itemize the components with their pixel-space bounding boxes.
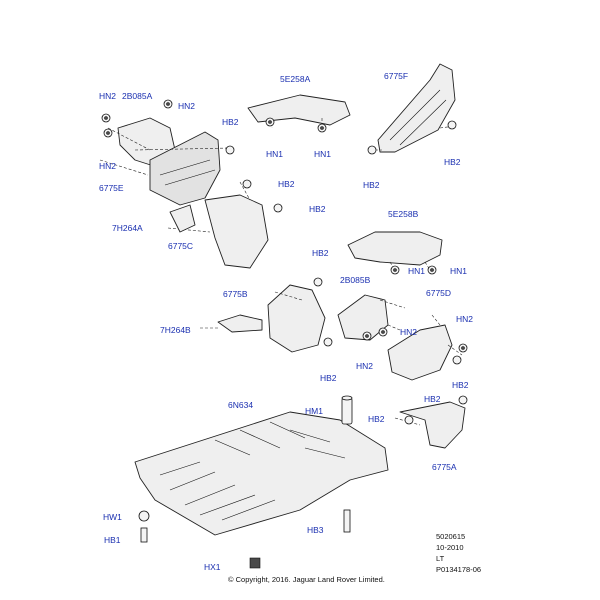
label-hb1: HB1 — [104, 535, 121, 545]
label-hn1: HN1 — [408, 266, 426, 276]
label-7h264b: 7H264B — [160, 325, 191, 335]
issue-date: 10-2010 — [436, 543, 464, 552]
label-hb2: HB2 — [444, 157, 461, 167]
heat-shield-6775d — [387, 314, 463, 381]
label-6775b: 6775B — [223, 289, 248, 299]
label-hb2: HB2 — [278, 179, 295, 189]
label-hb2: HB2 — [320, 373, 337, 383]
label-5e258a: 5E258A — [280, 74, 311, 84]
label-hn2: HN2 — [456, 314, 474, 324]
label-6775a: 6775A — [432, 462, 457, 472]
spacer-hm1 — [341, 395, 353, 425]
label-hw1: HW1 — [103, 512, 122, 522]
heat-shield-6775b — [200, 284, 326, 353]
label-hn2: HN2 — [356, 361, 374, 371]
label-hn1: HN1 — [450, 266, 468, 276]
label-hn1: HN1 — [314, 149, 332, 159]
label-hb2: HB2 — [222, 117, 239, 127]
label-hb2: HB2 — [368, 414, 385, 424]
part-number: P0134178-06 — [436, 565, 482, 574]
label-hn2: HN2 — [99, 91, 117, 101]
bracket-5e258b — [347, 231, 443, 271]
label-hn2: HN2 — [99, 161, 117, 171]
fasteners — [101, 99, 468, 569]
label-6775f: 6775F — [384, 71, 409, 81]
label-6775e: 6775E — [99, 183, 124, 193]
label-hn1: HN1 — [266, 149, 284, 159]
heat-shield-6775e — [99, 117, 269, 269]
label-6775d: 6775D — [426, 288, 452, 298]
bracket-2b085b — [337, 294, 406, 341]
heat-shield-6775a — [394, 401, 466, 449]
label-5e258b: 5E258B — [388, 209, 419, 219]
label-7h264a: 7H264A — [112, 223, 143, 233]
bracket-5e258a — [247, 94, 351, 130]
label-hb2: HB2 — [424, 394, 441, 404]
label-hb2: HB2 — [312, 248, 329, 258]
language-code: LT — [436, 554, 445, 563]
label-2b085b: 2B085B — [340, 275, 371, 285]
label-hx1: HX1 — [204, 562, 221, 572]
label-hn2: HN2 — [178, 101, 196, 111]
underbody-panel-6n634 — [134, 411, 389, 536]
copyright-notice: © Copyright, 2016. Jaguar Land Rover Lim… — [228, 575, 385, 584]
label-hn2: HN2 — [400, 327, 418, 337]
label-hb2: HB2 — [452, 380, 469, 390]
heat-shield-6775f — [370, 63, 456, 153]
label-hb2: HB2 — [309, 204, 326, 214]
label-2b085a: 2B085A — [122, 91, 153, 101]
label-hm1: HM1 — [305, 406, 323, 416]
label-hb3: HB3 — [307, 525, 324, 535]
label-hb2: HB2 — [363, 180, 380, 190]
label-6n634: 6N634 — [228, 400, 254, 410]
label-6775c: 6775C — [168, 241, 194, 251]
reference-number: 5020615 — [436, 532, 466, 541]
